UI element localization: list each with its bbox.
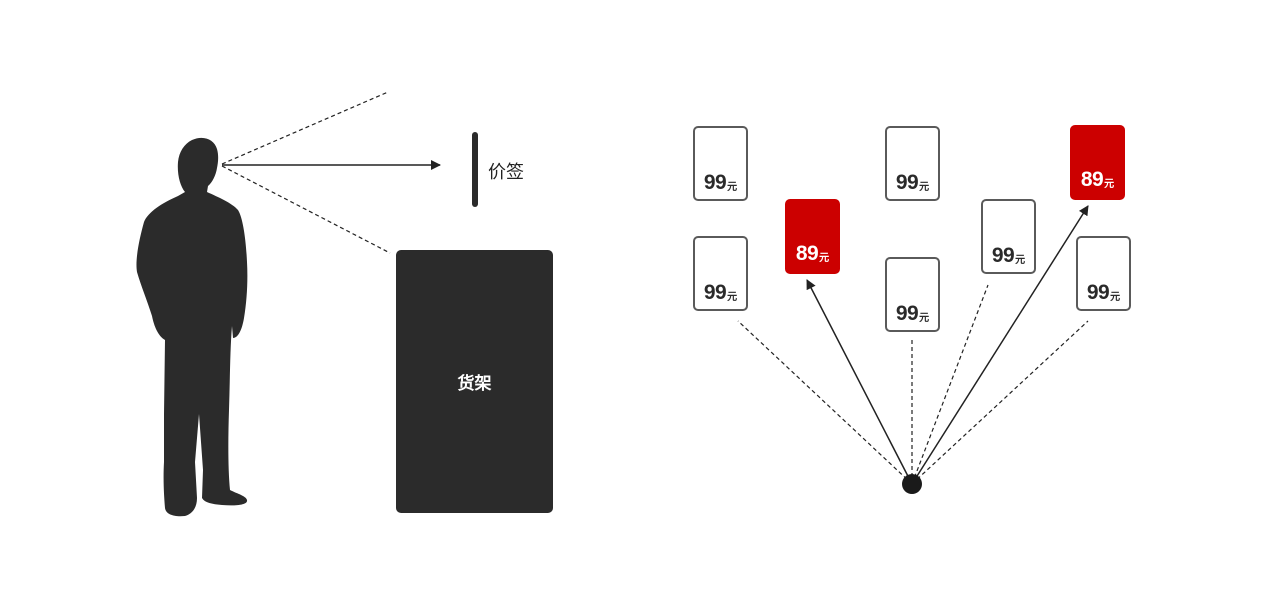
price-unit: 元 (919, 182, 930, 193)
shelf-label: 货架 (457, 374, 492, 393)
ray-t6 (911, 284, 989, 485)
ray-t2 (737, 320, 913, 485)
viewpoint-dot (902, 474, 922, 494)
price-unit: 元 (1015, 255, 1026, 266)
shelf: 货架 (396, 250, 553, 513)
price-value: 99 (1086, 281, 1110, 304)
price-value: 99 (703, 281, 727, 304)
price-unit: 元 (727, 182, 738, 193)
price-unit: 元 (919, 313, 930, 324)
price-tag-bar (472, 132, 478, 207)
ray-t7 (911, 205, 1089, 485)
price-value: 99 (991, 244, 1015, 267)
price-value: 89 (1080, 168, 1104, 191)
price-unit: 元 (1110, 292, 1121, 303)
price-value: 99 (895, 302, 919, 325)
price-value: 99 (703, 171, 727, 194)
ray-t8 (911, 320, 1089, 485)
person-silhouette (136, 137, 248, 517)
ray-t3 (806, 279, 913, 485)
price-unit: 元 (1104, 179, 1115, 190)
sight-line-upper (221, 91, 389, 165)
sight-line-lower (221, 165, 391, 254)
price-unit: 元 (819, 253, 830, 264)
price-value: 99 (895, 171, 919, 194)
price-tag-label: 价签 (488, 162, 524, 182)
price-value: 89 (795, 242, 819, 265)
price-unit: 元 (727, 292, 738, 303)
